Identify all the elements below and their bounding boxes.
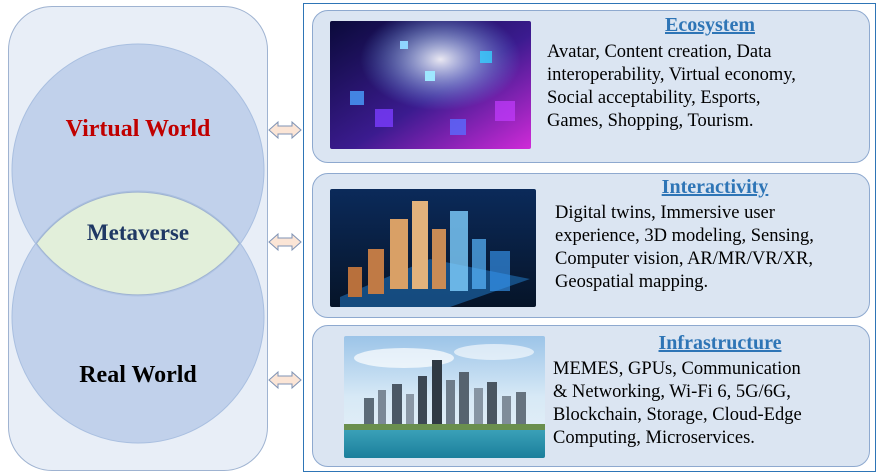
metaverse-overlap [35, 191, 241, 296]
interactivity-body: Digital twins, Immersive user experience… [555, 203, 814, 292]
city-skyline-image [344, 336, 545, 458]
ecosystem-title: Ecosystem [665, 14, 755, 36]
interactivity-title: Interactivity [661, 176, 769, 198]
virtual-world-label: Virtual World [65, 116, 211, 142]
double-arrow-icon [268, 120, 302, 140]
infrastructure-body: MEMES, GPUs, Communication & Networking,… [553, 359, 802, 448]
metaverse-label: Metaverse [86, 220, 190, 245]
ecosystem-body: Avatar, Content creation, Data interoper… [547, 42, 796, 131]
venn-diagram [11, 43, 265, 444]
double-arrow-icon [268, 370, 302, 390]
metaverse-cubes-image [330, 21, 531, 149]
double-arrow-icon [268, 232, 302, 252]
real-world-label: Real World [79, 362, 197, 388]
infrastructure-title: Infrastructure [658, 332, 782, 354]
digital-city-image [330, 189, 536, 307]
